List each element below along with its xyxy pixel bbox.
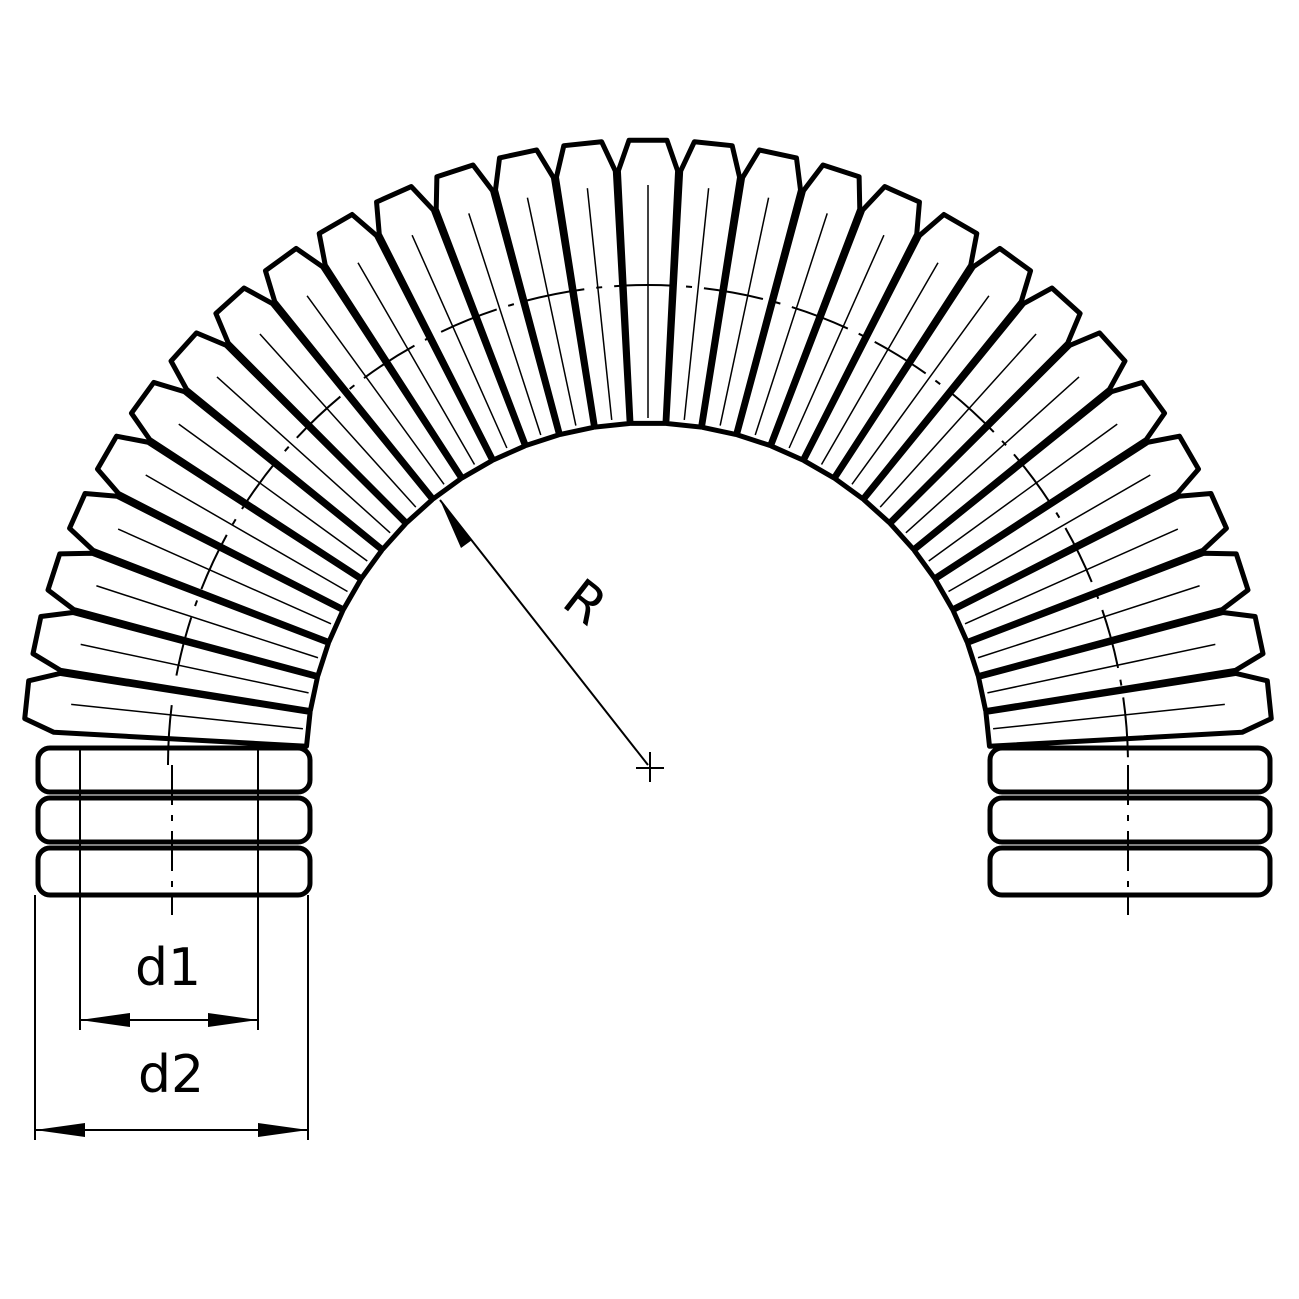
rib bbox=[553, 139, 632, 430]
rib-inner-line bbox=[357, 262, 476, 465]
rib-inner-line bbox=[306, 295, 445, 485]
rib bbox=[45, 550, 331, 679]
arrow-head bbox=[80, 1013, 130, 1027]
rib bbox=[493, 147, 597, 437]
rib bbox=[664, 139, 743, 430]
rib-inner-line bbox=[719, 197, 770, 426]
dimension-radius: R bbox=[439, 499, 664, 782]
rib-inner-line bbox=[259, 333, 417, 508]
dimension-d1: d1 bbox=[80, 938, 258, 1027]
rib bbox=[734, 162, 863, 448]
rib-inner-line bbox=[468, 213, 542, 436]
rib-inner-line bbox=[905, 376, 1080, 534]
rib-inner-line bbox=[586, 188, 613, 420]
rib bbox=[976, 610, 1266, 714]
rib-inner-line bbox=[178, 423, 368, 562]
straight-rib-left bbox=[35, 845, 313, 898]
rib-inner-line bbox=[526, 197, 577, 426]
rib-inner-line bbox=[993, 703, 1225, 730]
rib bbox=[699, 147, 803, 437]
rib-inner-line bbox=[754, 213, 828, 436]
straight-rib-left bbox=[35, 795, 313, 845]
rib-inner-line bbox=[964, 528, 1179, 625]
rib-inner-line bbox=[820, 262, 939, 465]
rib bbox=[30, 610, 320, 714]
straight-rib-left bbox=[35, 745, 313, 795]
rib-inner-line bbox=[879, 333, 1037, 508]
straight-rib-right bbox=[987, 795, 1273, 845]
rib-inner-line bbox=[145, 474, 348, 593]
rib-inner-line bbox=[987, 643, 1216, 694]
rib bbox=[433, 162, 562, 448]
rib-inner-line bbox=[977, 585, 1200, 659]
straight-rib-right bbox=[987, 845, 1273, 898]
rib-inner-line bbox=[411, 234, 508, 449]
rib-inner-line bbox=[683, 188, 710, 420]
rib-inner-line bbox=[851, 295, 990, 485]
arrow-head bbox=[258, 1123, 308, 1137]
d2-label: d2 bbox=[138, 1045, 204, 1105]
rib-inner-line bbox=[96, 585, 319, 659]
rib bbox=[965, 550, 1251, 679]
rib-inner-line bbox=[948, 474, 1151, 593]
rib-inner-line bbox=[80, 643, 309, 694]
rib-inner-line bbox=[788, 234, 885, 449]
rib-inner-line bbox=[928, 423, 1118, 562]
arrow-head bbox=[208, 1013, 258, 1027]
d1-label: d1 bbox=[135, 938, 201, 998]
rib-inner-line bbox=[216, 376, 391, 534]
rib bbox=[983, 670, 1274, 749]
construction-lines bbox=[34, 185, 1225, 1140]
arrow-head bbox=[35, 1123, 85, 1137]
straight-rib-right bbox=[987, 745, 1273, 795]
r-label: R bbox=[552, 568, 617, 638]
arrow-head bbox=[440, 500, 472, 548]
dimension-d2: d2 bbox=[35, 1045, 308, 1137]
rib-inner-line bbox=[71, 703, 303, 730]
centerline-arc bbox=[167, 284, 1129, 766]
rib-inner-line bbox=[117, 528, 332, 625]
rib bbox=[22, 670, 313, 749]
